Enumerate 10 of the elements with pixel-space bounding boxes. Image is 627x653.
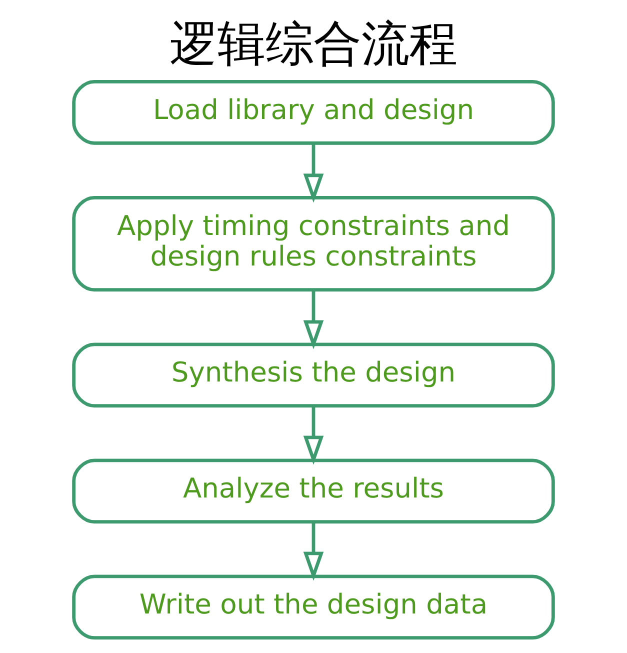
arrow — [303, 522, 324, 581]
node-box: Analyze the results — [72, 458, 555, 524]
node-box: Synthesis the design — [72, 342, 555, 408]
arrow — [303, 290, 324, 350]
node-box: Apply timing constraints and design rules constraints — [72, 196, 555, 292]
arrow — [303, 143, 324, 203]
node-box: Write out the design data — [72, 574, 555, 640]
diagram-title: 逻辑综合流程 — [170, 17, 458, 72]
node-box: Load library and design — [72, 80, 555, 145]
arrow — [303, 406, 324, 465]
